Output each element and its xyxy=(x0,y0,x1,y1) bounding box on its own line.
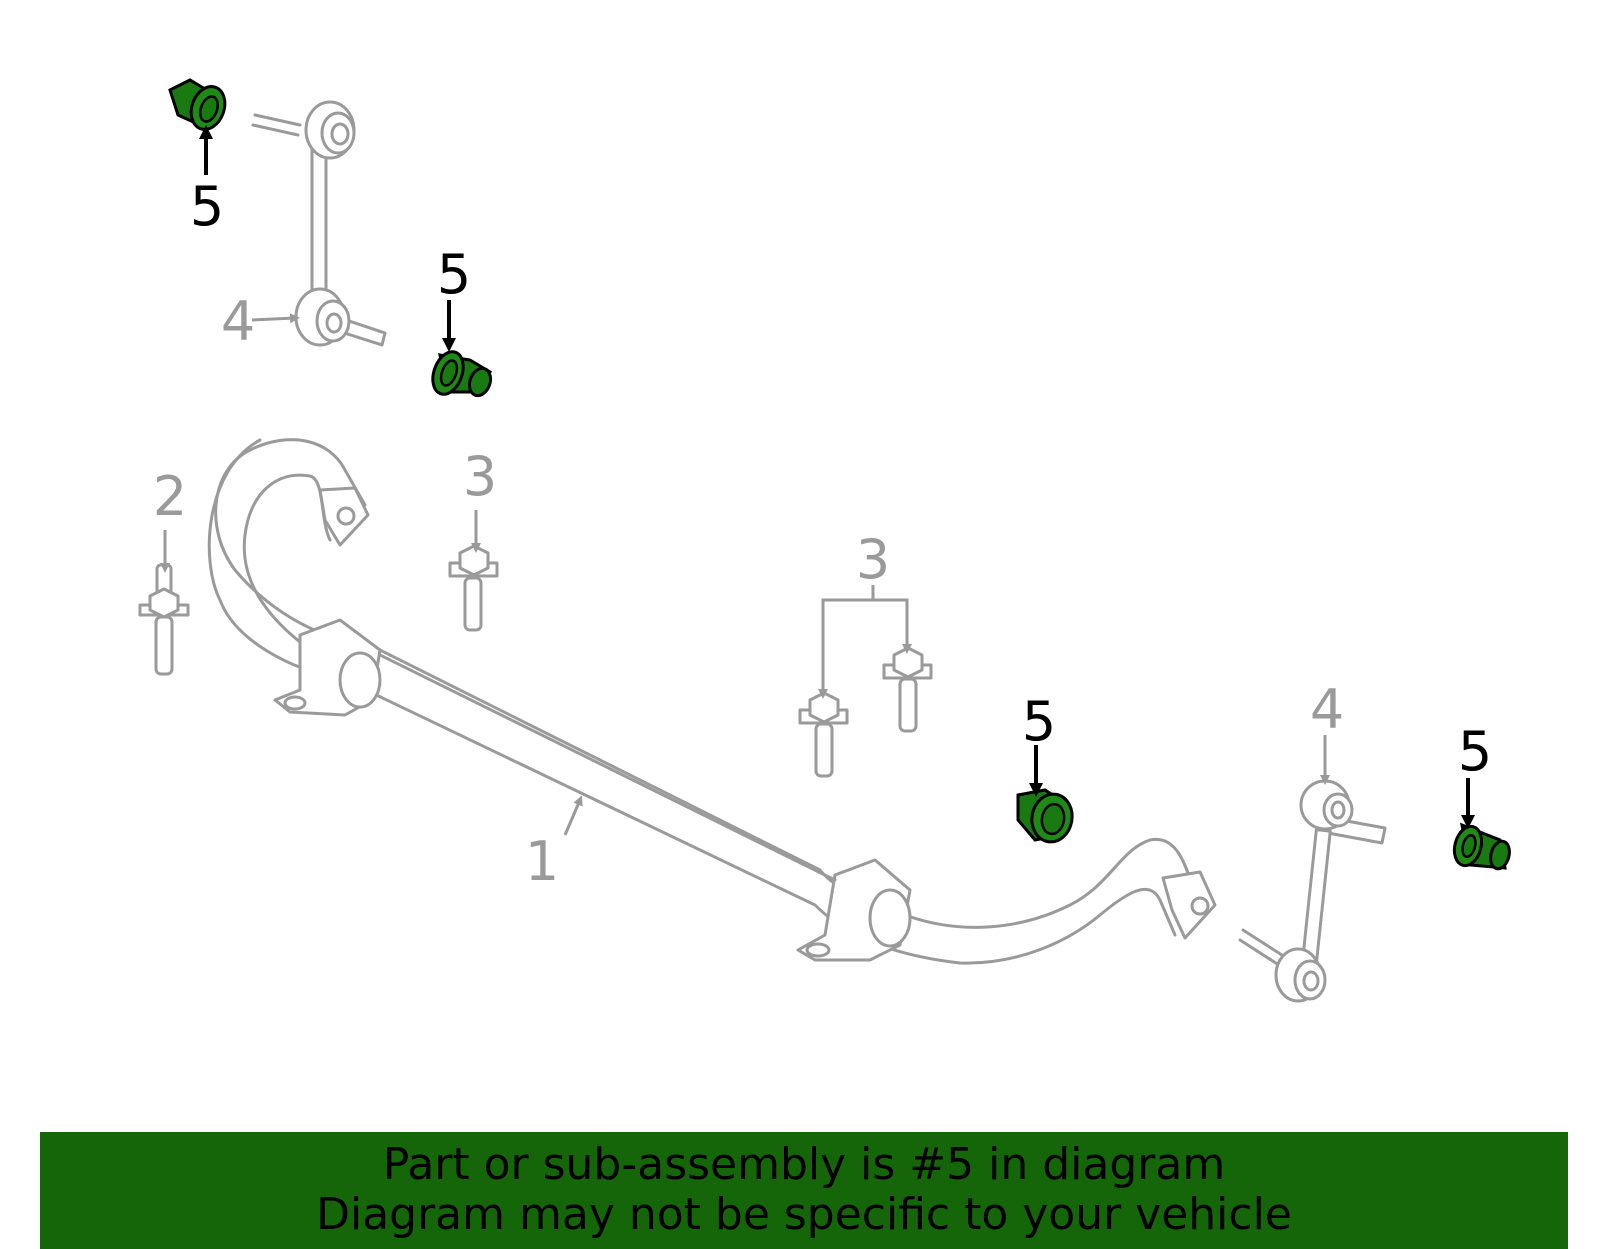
info-banner: Part or sub-assembly is #5 in diagram Di… xyxy=(40,1132,1568,1249)
bolt-2 xyxy=(138,563,190,676)
bolt-3-center xyxy=(798,691,849,778)
callout-3-left: 3 xyxy=(463,445,497,508)
stabilizer-link-right xyxy=(1238,779,1387,1003)
callout-5-right: 5 xyxy=(1458,720,1492,783)
bolt-3-right xyxy=(882,646,933,733)
callout-2: 2 xyxy=(153,465,187,528)
callout-4-right: 4 xyxy=(1310,678,1344,741)
callout-4-left: 4 xyxy=(221,290,255,353)
bushing-5-right xyxy=(1452,822,1511,871)
stabilizer-bar xyxy=(207,438,1217,965)
callout-arrow-1 xyxy=(563,795,583,836)
stabilizer-link-left xyxy=(251,100,387,347)
callout-5-lower-center: 5 xyxy=(1022,690,1056,753)
banner-line-2: Diagram may not be specific to your vehi… xyxy=(316,1189,1292,1240)
callout-3-center: 3 xyxy=(856,528,890,591)
callout-5-upper-center: 5 xyxy=(437,243,471,306)
callout-arrow-3b-right xyxy=(873,598,912,654)
banner-line-1: Part or sub-assembly is #5 in diagram xyxy=(382,1139,1226,1190)
callout-arrow-3b-left xyxy=(818,585,875,699)
callout-arrow-4a xyxy=(251,313,300,324)
bushing-5-lower-center xyxy=(1016,788,1074,844)
bushing-5-top-left xyxy=(168,78,227,131)
callout-1: 1 xyxy=(525,830,559,893)
callout-5-top-left: 5 xyxy=(190,175,224,238)
bushing-5-upper-center xyxy=(431,350,493,398)
bolt-3-left xyxy=(448,544,499,632)
